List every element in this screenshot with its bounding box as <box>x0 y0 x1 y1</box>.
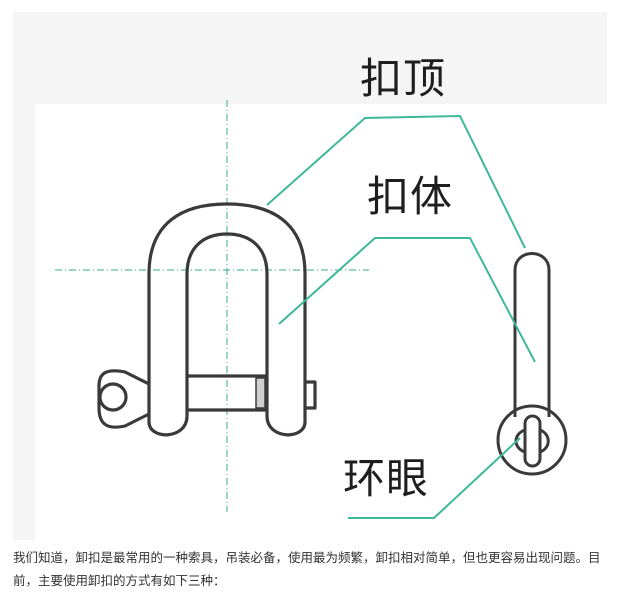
leader-eye <box>348 437 521 519</box>
center-lines <box>55 100 369 512</box>
label-shackle-body: 扣体 <box>367 172 454 221</box>
shackle-outer-bow <box>147 202 307 422</box>
shackle-inner-bow <box>185 232 269 416</box>
shackle-drawing <box>35 100 607 540</box>
leader-body <box>278 237 536 363</box>
label-shackle-eye: 环眼 <box>343 454 430 503</box>
pin-thread <box>255 377 266 409</box>
front-bow <box>513 252 551 417</box>
shackle-right-leg-end <box>265 415 307 437</box>
shackle-front-view <box>496 252 568 476</box>
shackle-side-view <box>97 202 317 437</box>
drawing-canvas <box>35 104 607 540</box>
pin-eye-hole <box>98 382 128 412</box>
caption-paragraph: 我们知道，卸扣是最常用的一种索具，吊装必备，使用最为频繁，卸扣相对简单，但也更容… <box>13 550 601 588</box>
shackle-diagram: 扣顶 扣体 环眼 <box>13 12 607 540</box>
front-pin <box>523 414 542 468</box>
shackle-left-leg-end <box>147 415 189 437</box>
label-shackle-top: 扣顶 <box>360 54 447 103</box>
front-pin-right-lug <box>539 428 550 454</box>
front-eye-ring <box>496 404 568 476</box>
leader-top <box>266 114 526 249</box>
leader-lines <box>266 114 536 519</box>
pin-end <box>305 380 317 410</box>
